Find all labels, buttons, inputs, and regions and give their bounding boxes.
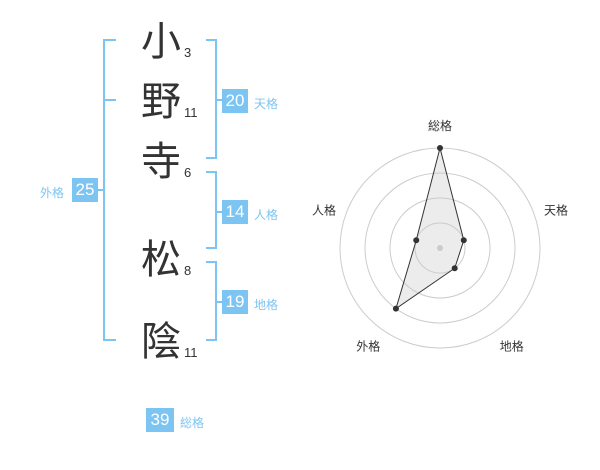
gaikaku-value: 25 (72, 178, 98, 202)
name-char-1: 小 (141, 19, 181, 65)
name-char-3: 寺 (141, 139, 181, 185)
soukaku-value: 39 (146, 408, 174, 432)
tenkaku-label: 天格 (254, 97, 279, 111)
radar-ring-3 (364, 172, 516, 324)
stroke-count-3: 6 (184, 165, 192, 180)
jinkaku-value: 14 (222, 200, 248, 224)
name-char-4: 松 (141, 237, 181, 283)
radar-ring-2 (389, 197, 491, 299)
radar-center-dot (437, 245, 443, 251)
radar-point-3 (392, 305, 399, 312)
radar-axis-label-4: 人格 (312, 202, 336, 217)
name-char-2: 野 (141, 79, 181, 125)
chikaku-value: 19 (222, 290, 248, 314)
chikaku-label: 地格 (254, 298, 279, 312)
stroke-count-4: 8 (184, 263, 192, 278)
radar-axis-label-2: 地格 (500, 339, 524, 354)
stroke-count-1: 3 (184, 45, 192, 60)
radar-area (395, 147, 465, 310)
soukaku-label: 総格 (180, 416, 205, 430)
radar-point-4 (413, 237, 420, 244)
radar-series-polygon (395, 147, 465, 310)
tenkaku-value: 20 (222, 89, 248, 113)
stroke-count-5: 11 (184, 345, 198, 360)
radar-point-1 (460, 237, 467, 244)
name-char-5: 陰 (141, 319, 181, 365)
radar-point-0 (437, 145, 443, 151)
radar-axis-label-3: 外格 (356, 339, 380, 354)
radar-axis-label-0: 総格 (428, 118, 452, 133)
gaikaku-label: 外格 (40, 186, 65, 200)
radar-ring-1 (414, 222, 466, 274)
stroke-count-2: 11 (184, 105, 198, 120)
jinkaku-label: 人格 (254, 208, 279, 222)
radar-points (392, 145, 467, 312)
radar-axis-label-1: 天格 (544, 202, 568, 217)
radar-point-2 (451, 265, 458, 272)
